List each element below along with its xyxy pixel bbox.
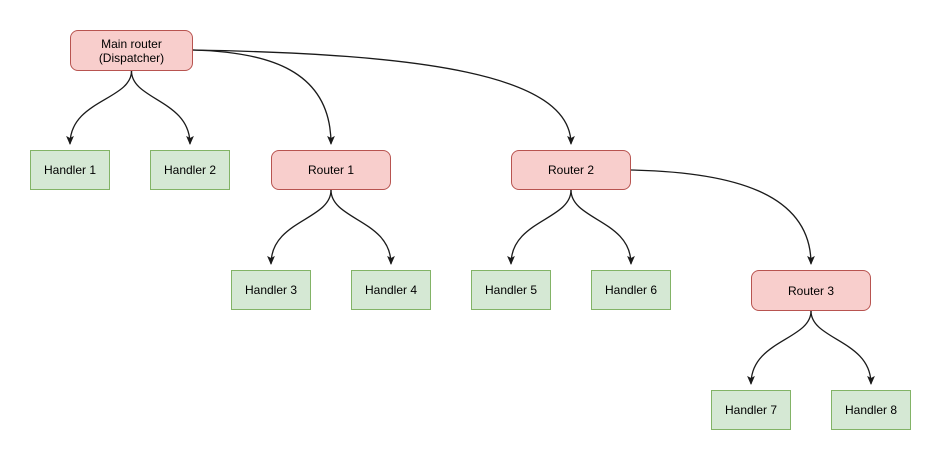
node-label: Router 3 — [787, 283, 835, 298]
node-label: Router 2 — [547, 163, 595, 177]
node-main-router[interactable]: Main router (Dispatcher) — [70, 30, 193, 71]
node-label: Router 1 — [307, 163, 355, 177]
node-label: Handler 6 — [604, 283, 658, 297]
node-router-1[interactable]: Router 1 — [271, 150, 391, 190]
node-handler-1[interactable]: Handler 1 — [30, 150, 110, 190]
edge-router-1-to-handler-3 — [267, 189, 332, 266]
node-label: Handler 8 — [844, 403, 898, 417]
node-label: Handler 2 — [163, 163, 217, 177]
edge-router-2-to-handler-5 — [507, 189, 572, 266]
node-handler-6[interactable]: Handler 6 — [591, 270, 671, 310]
node-label: Handler 3 — [244, 283, 298, 297]
node-handler-5[interactable]: Handler 5 — [471, 270, 551, 310]
edge-router-2-to-handler-6 — [570, 189, 635, 266]
node-handler-3[interactable]: Handler 3 — [231, 270, 311, 310]
edge-main-router-to-router-2 — [192, 49, 575, 146]
node-label: Main router (Dispatcher) — [98, 36, 165, 65]
node-label: Handler 1 — [43, 163, 97, 177]
node-label: Handler 7 — [724, 403, 778, 417]
node-handler-8[interactable]: Handler 8 — [831, 390, 911, 430]
edge-router-2-to-router-3 — [630, 169, 815, 266]
edge-router-3-to-handler-8 — [810, 310, 875, 386]
edge-main-router-to-handler-2 — [130, 70, 194, 146]
node-handler-4[interactable]: Handler 4 — [351, 270, 431, 310]
edge-router-3-to-handler-7 — [747, 310, 812, 386]
edge-main-router-to-handler-1 — [66, 70, 133, 146]
node-label: Handler 4 — [364, 283, 418, 297]
edge-router-1-to-handler-4 — [330, 189, 395, 266]
node-handler-2[interactable]: Handler 2 — [150, 150, 230, 190]
edge-main-router-to-router-1 — [192, 49, 335, 146]
node-router-2[interactable]: Router 2 — [511, 150, 631, 190]
node-router-3[interactable]: Router 3 — [751, 270, 871, 311]
node-handler-7[interactable]: Handler 7 — [711, 390, 791, 430]
node-label: Handler 5 — [484, 283, 538, 297]
